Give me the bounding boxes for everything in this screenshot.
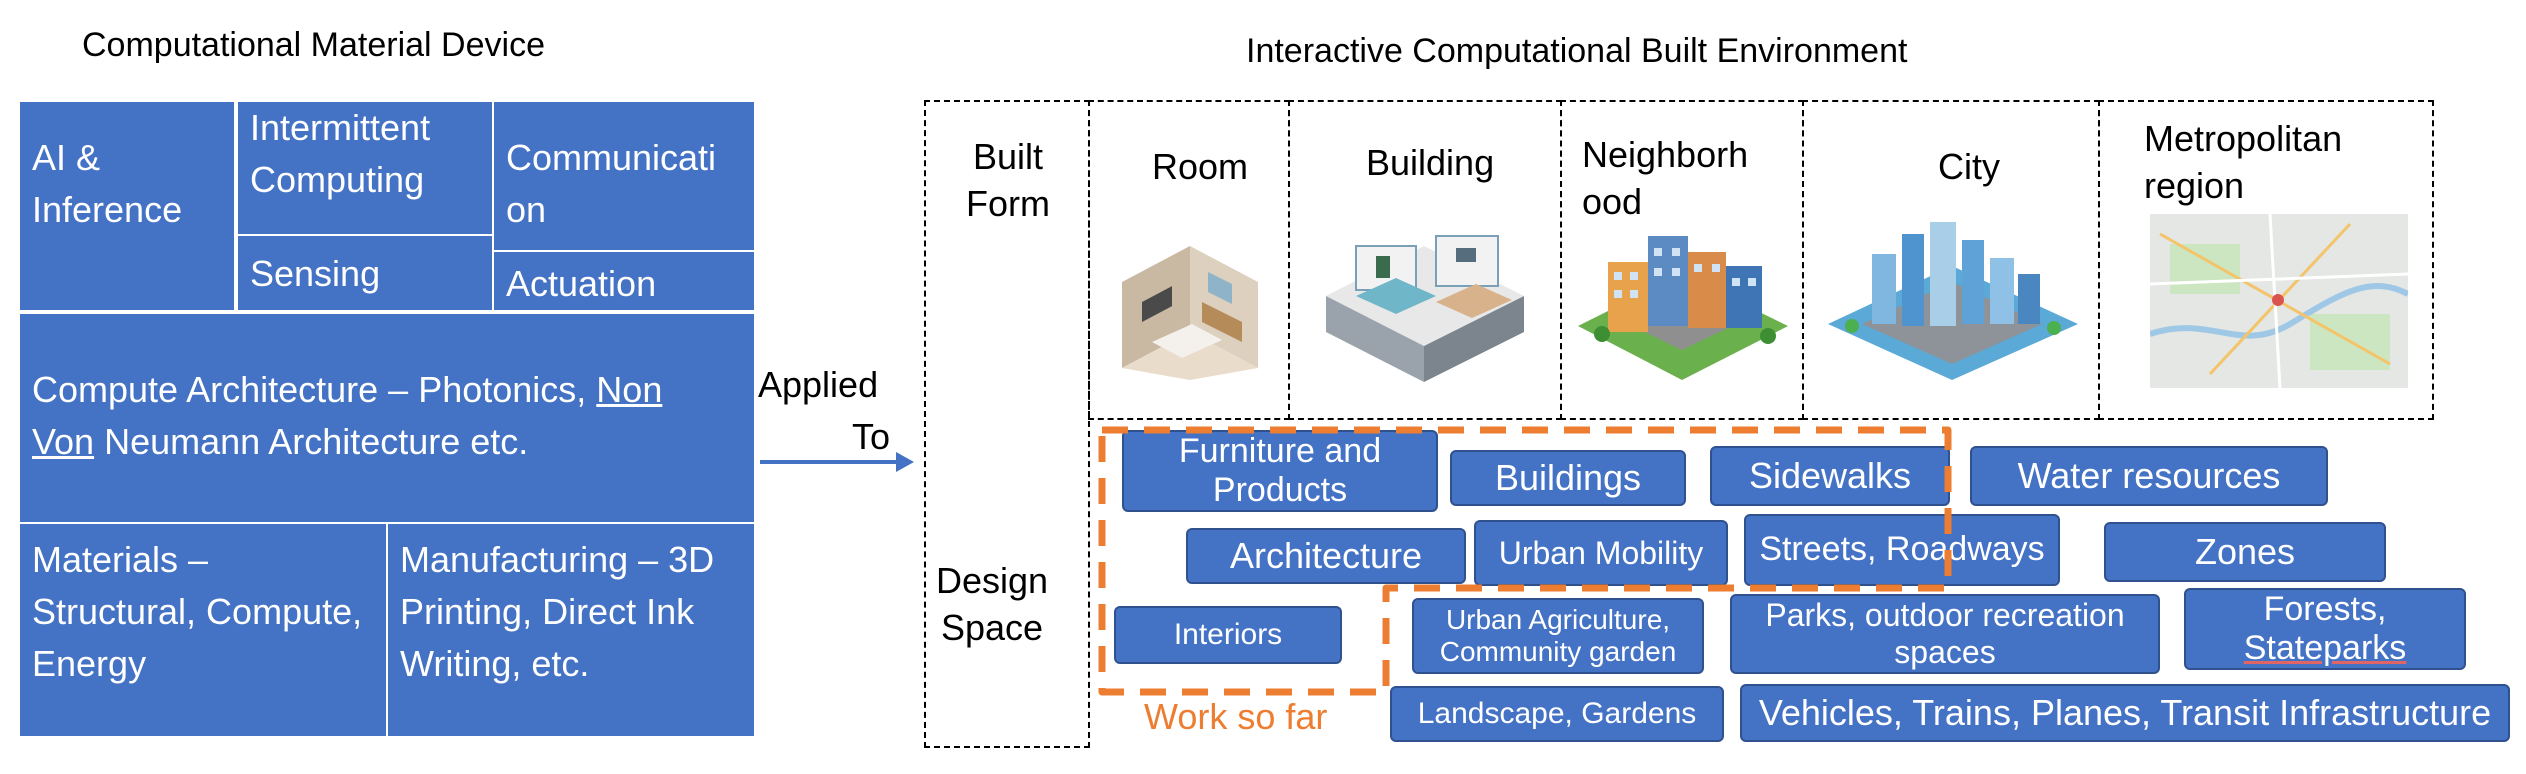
city-header: City	[1938, 146, 2000, 187]
pill-landscape-gardens: Landscape, Gardens	[1390, 686, 1724, 742]
sensing-box: Sensing	[236, 234, 494, 312]
pill-furniture-products-label: Furniture and Products	[1178, 431, 1382, 509]
design-space-label: Design Space	[936, 558, 1048, 652]
pill-sidewalks-label: Sidewalks	[1748, 455, 1912, 497]
building-header: Building	[1366, 142, 1495, 183]
pill-zones: Zones	[2104, 522, 2386, 582]
work-so-far-outline	[1098, 426, 1952, 696]
pill-water-resources-label: Water resources	[2017, 455, 2281, 497]
pill-forests: Forests, Stateparks	[2184, 588, 2466, 670]
compute-architecture-label: Compute Architecture – Photonics,	[32, 369, 597, 410]
communication-label: Communicati on	[506, 137, 717, 231]
pill-parks-label: Parks, outdoor recreation spaces	[1765, 597, 2125, 670]
pill-buildings-label: Buildings	[1494, 457, 1642, 499]
pill-architecture-label: Architecture	[1229, 535, 1423, 577]
pill-vehicles-transit-label: Vehicles, Trains, Planes, Transit Infras…	[1758, 692, 2492, 734]
neighborhood-line2: ood	[1582, 180, 1643, 222]
communication-box: Communicati on	[492, 100, 756, 252]
pill-parks: Parks, outdoor recreation spaces	[1730, 594, 2160, 674]
design-space-line2: Space	[940, 606, 1044, 648]
pill-furniture-products: Furniture and Products	[1122, 430, 1438, 512]
building-illustration	[1326, 235, 1524, 382]
intermittent-computing-label: Intermittent Computing	[250, 107, 431, 201]
room-header: Room	[1152, 146, 1249, 187]
pill-sidewalks: Sidewalks	[1710, 446, 1950, 506]
pill-urban-mobility-label: Urban Mobility	[1498, 534, 1704, 571]
manufacturing-box: Manufacturing – 3D Printing, Direct Ink …	[386, 522, 756, 738]
applied-to-arrow	[760, 452, 914, 472]
room-illustration	[1122, 246, 1258, 380]
pill-water-resources: Water resources	[1970, 446, 2328, 506]
neighborhood-header: Neighborh ood	[1582, 132, 1748, 226]
applied-to-line1: Applied	[758, 364, 879, 405]
design-space-line1: Design	[936, 560, 1049, 601]
pill-buildings: Buildings	[1450, 450, 1686, 506]
pill-streets-roadways-label: Streets, Roadways	[1759, 530, 2045, 569]
pill-landscape-gardens-label: Landscape, Gardens	[1417, 696, 1697, 730]
built-form-line2: Form	[966, 182, 1050, 224]
left-label-column	[924, 100, 1090, 748]
compute-architecture-non: Non	[596, 369, 663, 410]
materials-box: Materials – Structural, Compute, Energy	[18, 522, 388, 738]
pill-urban-agriculture-label: Urban Agriculture, Community garden	[1439, 603, 1677, 667]
pill-interiors: Interiors	[1114, 606, 1342, 664]
pill-urban-mobility: Urban Mobility	[1474, 520, 1728, 586]
work-so-far-label: Work so far	[1144, 696, 1328, 737]
built-form-line1: Built	[972, 136, 1044, 177]
sensing-label: Sensing	[250, 253, 381, 294]
ai-inference-label: AI & Inference	[32, 137, 183, 231]
applied-to-line2: To	[852, 416, 891, 457]
actuation-label: Actuation	[506, 263, 657, 304]
metro-header: Metropolitan region	[2144, 116, 2342, 210]
compute-architecture-von: Von	[32, 421, 95, 463]
actuation-box: Actuation	[492, 250, 756, 312]
ai-inference-box: AI & Inference	[18, 100, 236, 312]
pill-forests-line2: Stateparks	[2243, 629, 2407, 667]
neighborhood-illustration	[1578, 236, 1788, 380]
built-form-label: Built Form	[966, 134, 1050, 228]
metro-cell	[2098, 100, 2434, 420]
pill-streets-roadways: Streets, Roadways	[1744, 514, 2060, 586]
pill-architecture: Architecture	[1186, 528, 1466, 584]
intermittent-computing-box: Intermittent Computing	[236, 100, 494, 236]
pill-zones-label: Zones	[2194, 531, 2296, 573]
metro-line1: Metropolitan	[2144, 118, 2343, 159]
pill-vehicles-transit: Vehicles, Trains, Planes, Transit Infras…	[1740, 684, 2510, 742]
left-title: Computational Material Device	[82, 26, 545, 64]
metro-map-illustration	[2150, 214, 2408, 388]
right-title: Interactive Computational Built Environm…	[1246, 32, 1908, 70]
compute-architecture-rest: Neumann Architecture etc.	[94, 421, 529, 463]
neighborhood-line1: Neighborh	[1582, 134, 1749, 175]
pill-forests-line1: Forests,	[2263, 589, 2387, 628]
metro-line2: region	[2144, 164, 2245, 206]
manufacturing-label: Manufacturing – 3D Printing, Direct Ink …	[400, 539, 715, 685]
pill-interiors-label: Interiors	[1173, 617, 1283, 651]
materials-label: Materials – Structural, Compute, Energy	[32, 539, 363, 685]
pill-urban-agriculture: Urban Agriculture, Community garden	[1412, 598, 1704, 674]
city-illustration	[1828, 222, 2078, 380]
